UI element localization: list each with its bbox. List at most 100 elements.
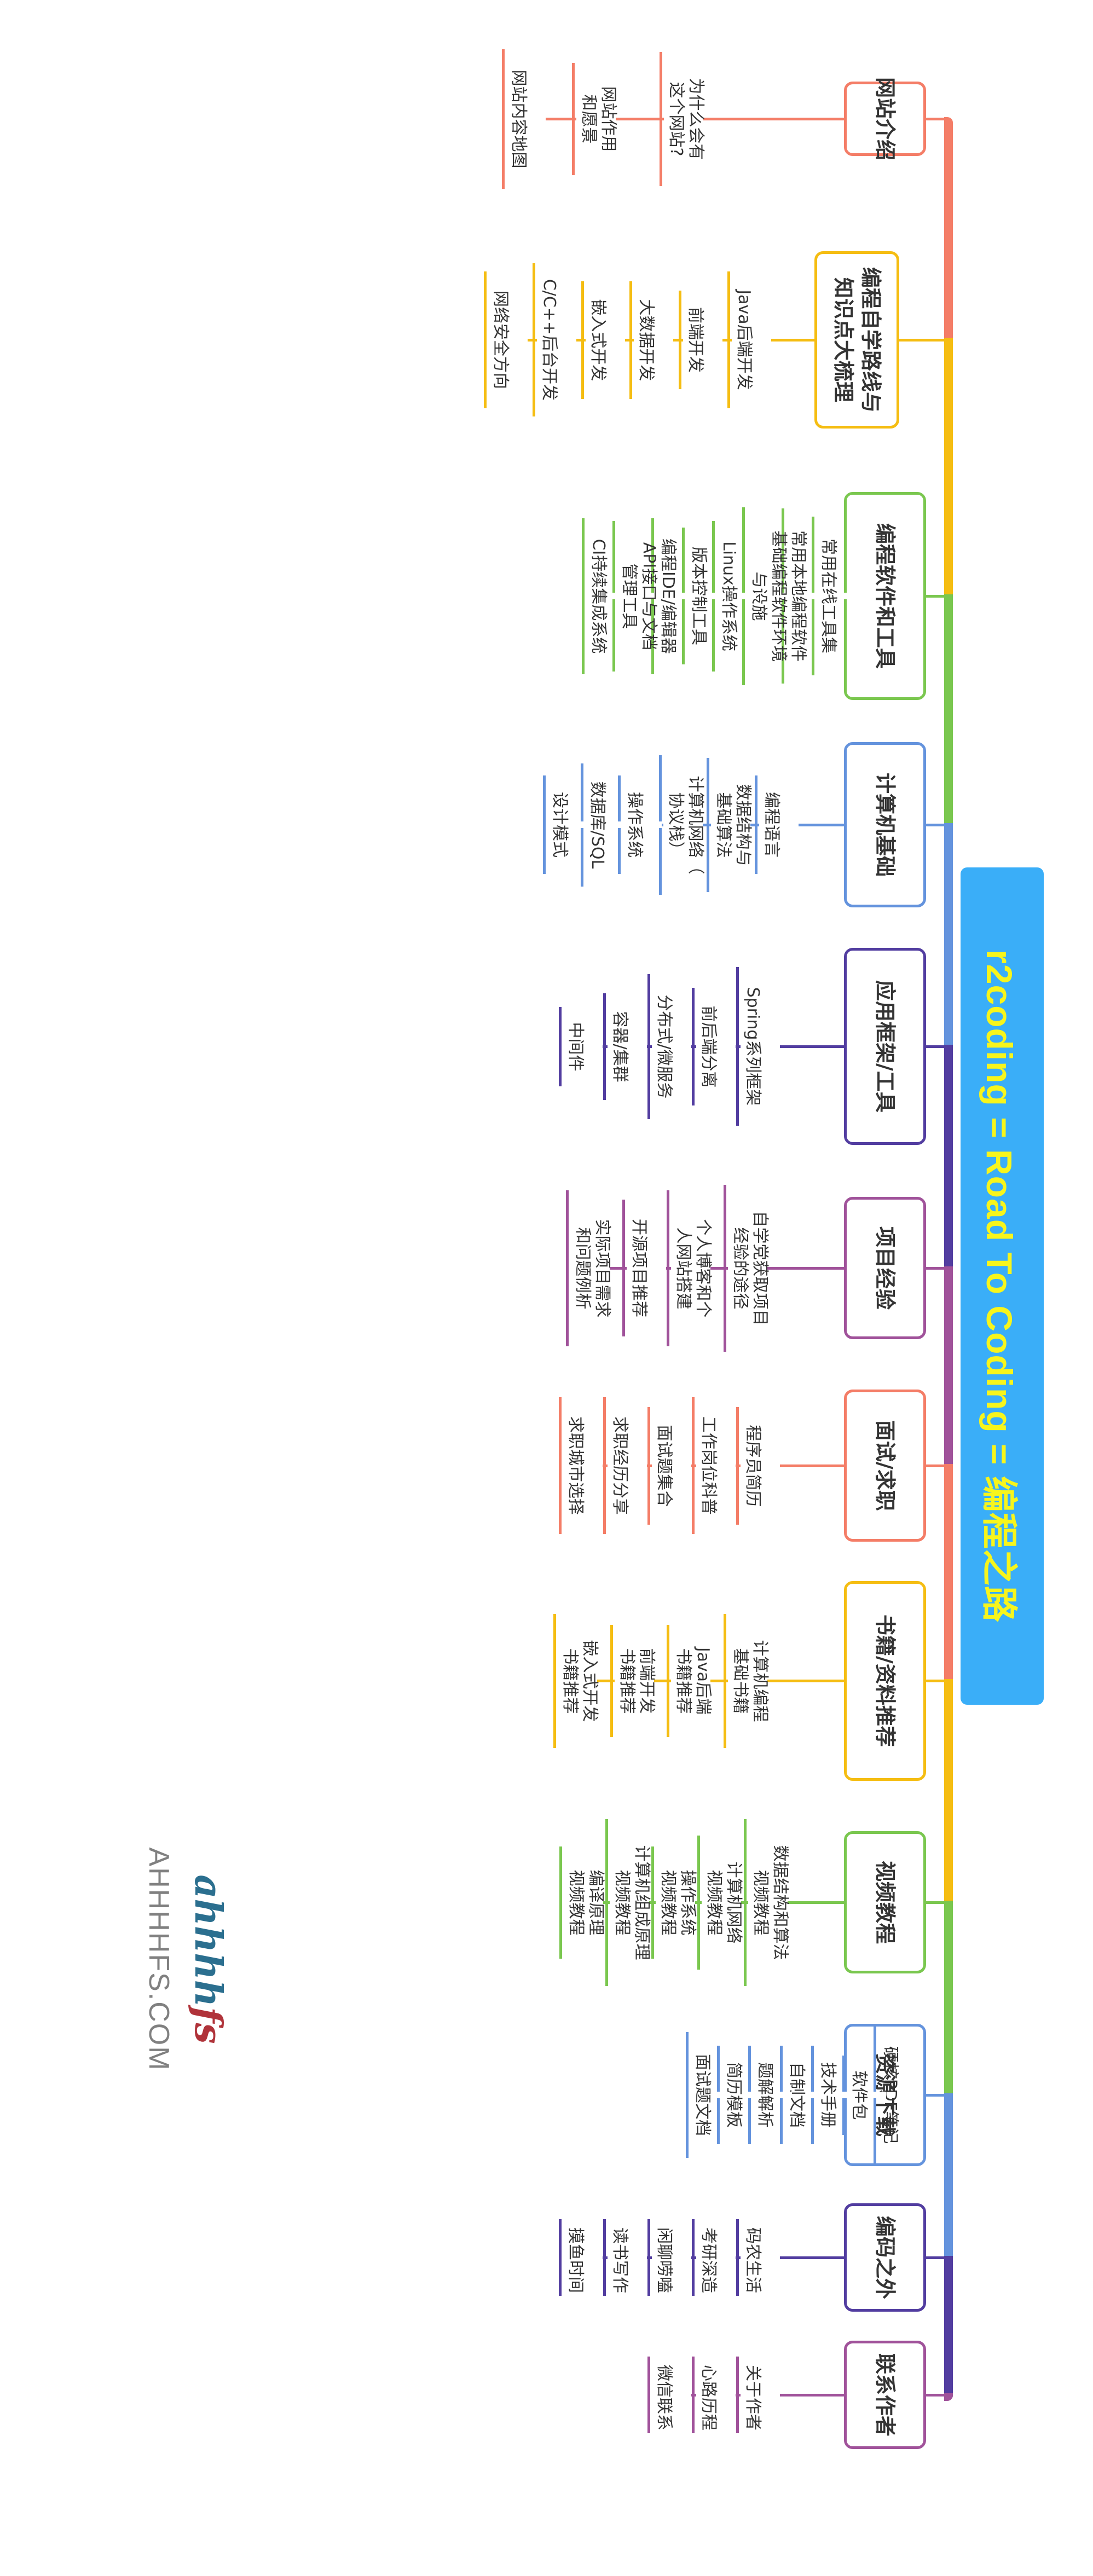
subtopic-line — [605, 1819, 608, 1986]
subtopic-line — [660, 51, 662, 186]
subtopic-node[interactable]: 码农生活 — [736, 2219, 780, 2296]
subtopic-node[interactable]: 嵌入式开发 — [581, 281, 625, 399]
subtopic-node[interactable]: 个人博客和个 人网站搭建 — [667, 1190, 713, 1346]
subtopic-node[interactable]: 闲聊唠嗑 — [647, 2219, 691, 2296]
subtopic-label: 求职城市选择 — [566, 1416, 585, 1515]
topic-label: 书籍/资料推荐 — [873, 1614, 897, 1747]
topic-label: 项目经验 — [873, 1226, 897, 1310]
subtopic-node[interactable]: 操作系统 — [618, 775, 662, 874]
subtopic-line — [736, 1406, 739, 1525]
subtopic-node[interactable]: 为什么会有 这个网站? — [660, 51, 705, 186]
subtopic-label: CI持续集成系统 — [589, 539, 608, 653]
subtopic-node[interactable]: 开源项目推荐 — [622, 1200, 666, 1336]
topic-node[interactable]: 书籍/资料推荐 — [844, 1581, 926, 1781]
subtopic-node[interactable]: 计算机编程 基础书籍 — [724, 1613, 770, 1748]
topic-label: 编程自学路线与 知识点大梳理 — [831, 267, 883, 413]
subtopic-node[interactable]: 编译原理 视频教程 — [559, 1846, 605, 1959]
label-gap — [652, 1043, 691, 1050]
subtopic-line — [572, 62, 575, 175]
topic-node[interactable]: 编程自学路线与 知识点大梳理 — [814, 251, 899, 429]
subtopic-node[interactable]: 前后端分离 — [692, 987, 736, 1105]
subtopic-node[interactable]: 程序员简历 — [736, 1406, 780, 1525]
subtopic-node[interactable]: 面试题集合 — [647, 1406, 691, 1525]
label-gap — [728, 1265, 767, 1271]
subtopic-line — [736, 967, 739, 1126]
subtopic-node[interactable]: 计算机网络（ 协议栈） — [659, 755, 705, 895]
subtopic-node[interactable]: 数据库/SQL — [581, 763, 624, 887]
subtopic-node[interactable]: 嵌入式开发 书籍推荐 — [553, 1613, 599, 1748]
subtopic-label: 关于作者 — [743, 2365, 762, 2430]
subtopic-label: 前端开发 书籍推荐 — [617, 1648, 656, 1714]
subtopic-node[interactable]: 关于作者 — [736, 2357, 780, 2433]
subtopic-node[interactable]: Java后端开发 — [727, 271, 771, 408]
topic-label: 联系作者 — [873, 2353, 897, 2437]
subtopic-node[interactable]: 中间件 — [559, 1006, 603, 1086]
subtopic-node[interactable]: Spring系列框架 — [736, 967, 780, 1126]
subtopic-node[interactable]: 容器/集群 — [603, 993, 647, 1100]
topic-node[interactable]: 联系作者 — [844, 2341, 926, 2449]
topic-node[interactable]: 编程软件和工具 — [844, 492, 926, 700]
subtopic-node[interactable]: 前端开发 — [679, 291, 722, 389]
label-gap — [627, 1265, 666, 1271]
watermark-logo: AHHHHFS.COM ahhhhfs — [126, 1839, 235, 2080]
topic-node[interactable]: 应用框架/工具 — [844, 948, 926, 1145]
subtopic-node[interactable]: 工作岗位科普 — [692, 1397, 736, 1534]
spine-segment — [944, 117, 953, 341]
subtopic-node[interactable]: 大数据开发 — [629, 281, 673, 399]
subtopic-label: 码农生活 — [743, 2227, 762, 2293]
subtopic-node[interactable]: Java后端 书籍推荐 — [667, 1624, 713, 1737]
subtopic-label: 考研深造 — [699, 2227, 718, 2293]
topic-node[interactable]: 面试/求职 — [844, 1390, 926, 1542]
subtopic-node[interactable]: 读书写作 — [603, 2219, 647, 2296]
subtopic-node[interactable]: 求职经历分享 — [603, 1397, 647, 1534]
root-node[interactable]: r2coding = Road To Coding = 编程之路 — [961, 867, 1044, 1705]
subtopic-node[interactable]: 网站内容地图 — [502, 49, 546, 189]
label-gap — [610, 1899, 649, 1906]
subtopic-line — [724, 1184, 726, 1352]
label-gap — [721, 2092, 761, 2098]
subtopic-label: 实际项目需求 和问题例析 — [573, 1219, 612, 1317]
subtopic-node[interactable]: CI持续集成系统 — [582, 518, 626, 674]
label-gap — [585, 821, 624, 828]
subtopic-node[interactable]: C/C++后台开发 — [533, 263, 576, 416]
subtopic-node[interactable]: 面试题文档 — [686, 2032, 730, 2158]
subtopic-node[interactable]: 计算机组成原理 视频教程 — [605, 1819, 651, 1986]
topic-node[interactable]: 网站介绍 — [844, 77, 926, 160]
subtopic-label: 个人博客和个 人网站搭建 — [674, 1219, 713, 1317]
subtopic-node[interactable]: 考研深造 — [692, 2219, 736, 2296]
subtopic-line — [697, 1835, 700, 1970]
subtopic-node[interactable]: 数据结构和算法 视频教程 — [744, 1819, 790, 1986]
subtopic-node[interactable]: 操作系统 视频教程 — [651, 1846, 697, 1959]
subtopic-node[interactable]: 常用本地编程软件 — [782, 508, 825, 684]
subtopic-label: 计算机网络 视频教程 — [704, 1861, 743, 1943]
subtopic-node[interactable]: 心路历程 — [692, 2357, 736, 2433]
subtopic-node[interactable]: 计算机网络 视频教程 — [697, 1835, 743, 1970]
subtopic-node[interactable]: 实际项目需求 和问题例析 — [566, 1190, 612, 1346]
subtopic-node[interactable]: 网络安全方向 — [484, 271, 528, 408]
subtopic-node[interactable]: 数据结构与 基础算法 — [707, 757, 753, 892]
subtopic-line — [692, 2357, 695, 2433]
label-gap — [506, 115, 546, 122]
label-gap — [537, 337, 576, 343]
topic-node[interactable]: 项目经验 — [844, 1197, 926, 1339]
subtopic-node[interactable]: 摸鱼时间 — [559, 2219, 603, 2296]
subtopic-node[interactable]: 编程语言 — [755, 775, 799, 874]
spine-segment — [944, 338, 953, 598]
subtopic-node[interactable]: 分布式/微服务 — [647, 974, 691, 1119]
subtopic-node[interactable]: 前端开发 书籍推荐 — [610, 1624, 656, 1737]
subtopic-node[interactable]: 设计模式 — [543, 775, 587, 874]
topic-node[interactable]: 计算机基础 — [844, 742, 926, 907]
subtopic-node[interactable]: 求职城市选择 — [559, 1397, 603, 1534]
subtopic-node[interactable]: 网站作用 和愿景 — [572, 62, 618, 175]
subtopic-node[interactable]: 微信联系 — [647, 2357, 691, 2433]
subtopic-line — [736, 2357, 739, 2433]
label-gap — [558, 1677, 597, 1684]
spine-segment — [944, 1045, 953, 1270]
topic-node[interactable]: 视频教程 — [844, 1831, 926, 1973]
subtopic-node[interactable]: 自学党获取项目 经验的途径 — [724, 1184, 770, 1352]
watermark-script: ahhhhfs — [186, 1874, 230, 2044]
spine-segment — [944, 594, 953, 826]
label-gap — [878, 2092, 917, 2098]
topic-node[interactable]: 编码之外 — [844, 2203, 926, 2312]
subtopic-line — [543, 775, 546, 874]
